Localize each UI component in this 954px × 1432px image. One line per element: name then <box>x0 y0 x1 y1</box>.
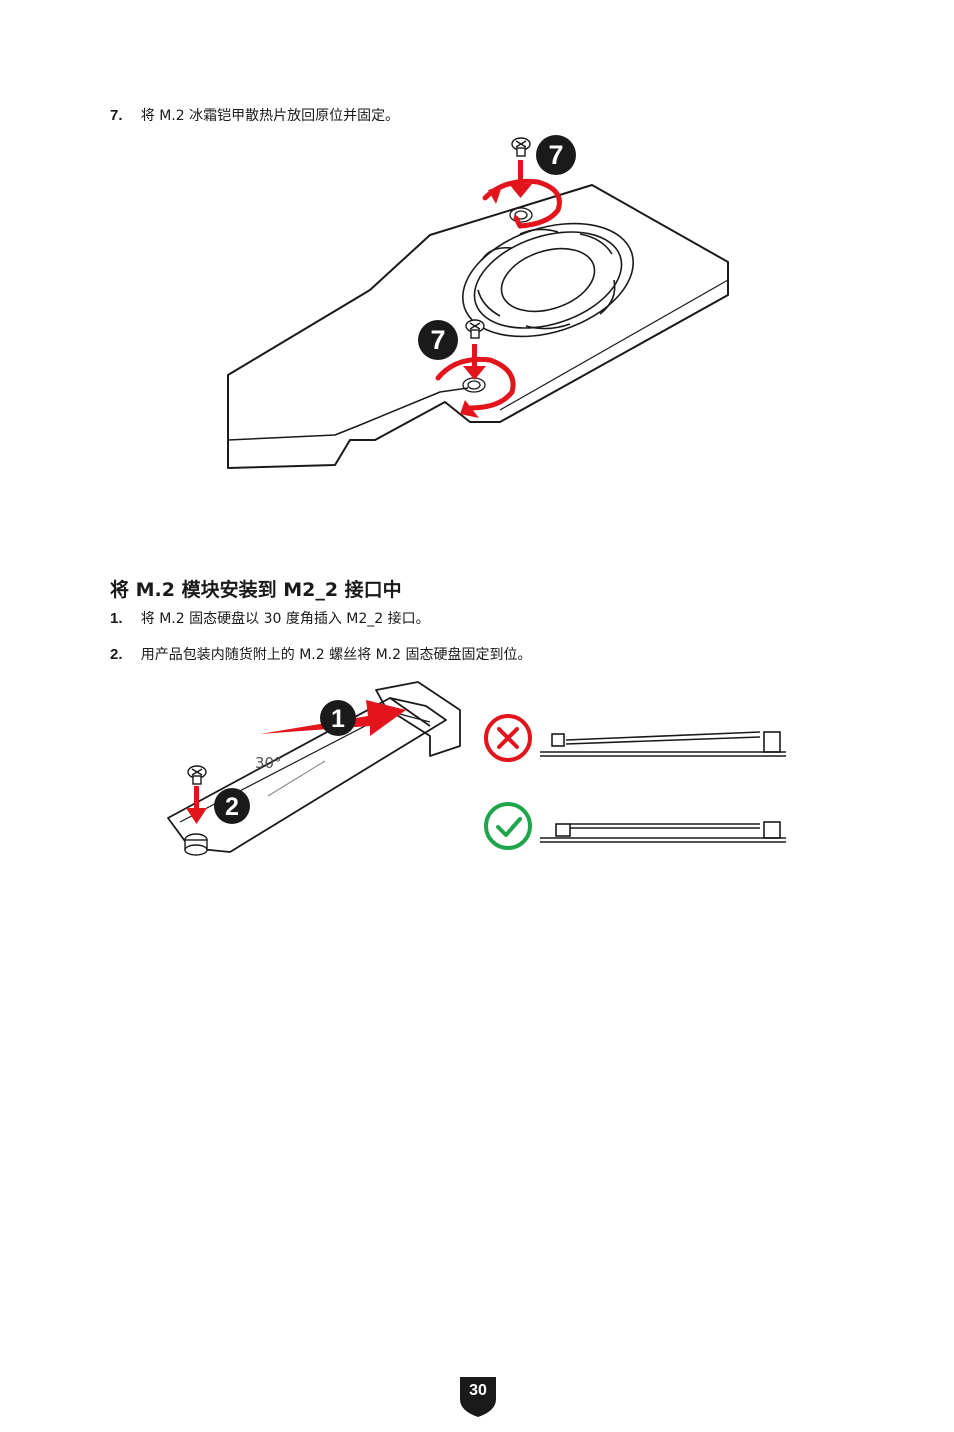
angle-label: 30° <box>255 754 282 772</box>
rotate-arrowhead-bottom <box>460 400 479 418</box>
step-text: 将 M.2 固态硬盘以 30 度角插入 M2_2 接口。 <box>140 611 430 627</box>
callout-label: 7 <box>430 325 445 355</box>
callout-label: 2 <box>225 793 239 821</box>
callout-badge-2: 2 <box>214 788 250 824</box>
correct-icon <box>484 802 532 850</box>
step-1: 1. 将 M.2 固态硬盘以 30 度角插入 M2_2 接口。 <box>110 608 430 629</box>
section-heading: 将 M.2 模块安装到 M2_2 接口中 <box>110 579 402 601</box>
rotate-arrowhead-top <box>488 186 502 204</box>
step-number: 7. <box>110 107 123 124</box>
step-2: 2. 用产品包装内随货附上的 M.2 螺丝将 M.2 固态硬盘固定到位。 <box>110 644 531 665</box>
correct-install-side-view <box>540 821 786 843</box>
callout-label: 7 <box>548 140 563 170</box>
heatsink-figure: 7 7 <box>227 135 729 469</box>
step-text: 用产品包装内随货附上的 M.2 螺丝将 M.2 固态硬盘固定到位。 <box>140 647 532 663</box>
down-arrow-screw <box>186 786 207 824</box>
rotate-arrow-bottom <box>435 356 516 411</box>
page-number: 30 <box>469 1382 487 1399</box>
down-arrow-top <box>509 160 532 198</box>
wrong-install-side-view <box>540 731 786 757</box>
step-number: 2. <box>110 646 123 663</box>
fan-icon <box>461 222 635 338</box>
callout-label: 1 <box>331 705 345 733</box>
callout-badge-bottom: 7 <box>418 320 458 360</box>
step-text: 将 M.2 冰霜铠甲散热片放回原位并固定。 <box>140 108 400 124</box>
screw-hole-bottom <box>462 377 486 393</box>
screw-icon <box>187 765 207 785</box>
ssd-board <box>167 697 447 853</box>
insert-arrow <box>260 700 406 736</box>
screw-icon <box>511 137 531 157</box>
screw-icon <box>465 319 485 339</box>
standoff-icon <box>184 833 208 856</box>
wrong-icon <box>484 714 532 762</box>
rotate-arrow-top <box>482 178 562 229</box>
page-number-badge <box>460 1377 496 1417</box>
step-number: 1. <box>110 610 123 627</box>
callout-badge-1: 1 <box>320 700 356 736</box>
heatsink-plate <box>227 184 729 469</box>
ssd-install-figure: 30° 1 2 <box>167 681 786 856</box>
callout-badge-top: 7 <box>536 135 576 175</box>
step-7: 7. 将 M.2 冰霜铠甲散热片放回原位并固定。 <box>110 105 399 126</box>
down-arrow-bottom <box>463 344 486 380</box>
screw-hole-top <box>509 207 533 223</box>
